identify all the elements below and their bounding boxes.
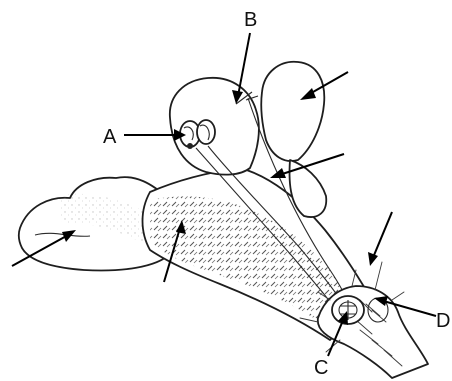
- upper-lip-lobe: [261, 62, 324, 161]
- label-c: C: [314, 357, 328, 379]
- label-b: B: [244, 9, 257, 31]
- label-a: A: [103, 126, 117, 148]
- label-arrow-a: [124, 129, 186, 141]
- label-d: D: [436, 310, 450, 332]
